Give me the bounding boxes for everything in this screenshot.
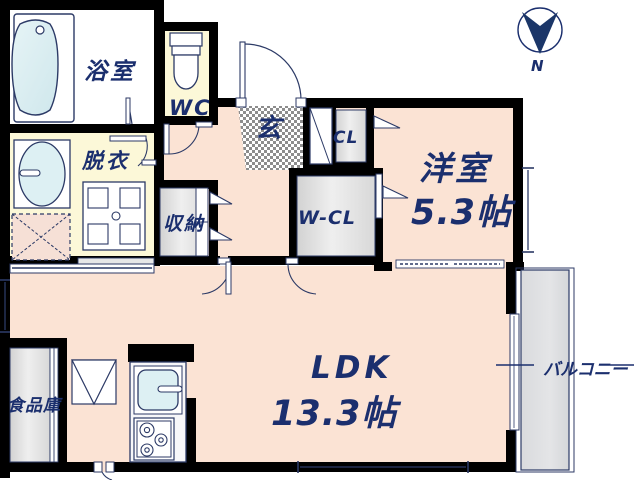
compass-label-north: N — [531, 57, 545, 75]
room-label-shuno: 収納 — [163, 213, 206, 235]
room-label-balcony: バルコニー — [543, 360, 628, 380]
room-label-yokushitsu: 浴室 — [84, 59, 136, 85]
shoe-cabinet — [309, 107, 333, 165]
entrance-door — [235, 41, 307, 108]
cl-closet — [335, 109, 367, 163]
ldk-door-right — [285, 257, 317, 295]
window-ldk-top — [9, 263, 155, 274]
shuno-closet — [159, 187, 233, 257]
bathroom-door — [125, 97, 133, 125]
window-bottom-wall — [297, 461, 469, 473]
wcl-closet — [296, 175, 376, 257]
room-label-datsui: 脱衣 — [82, 149, 130, 173]
window-left-wall — [0, 279, 10, 333]
washbasin-icon — [13, 139, 71, 209]
room-area-yoshitsu: 5.3帖 — [411, 193, 513, 233]
room-label-wc: WC — [169, 96, 212, 120]
room-label-genkan: 玄 — [255, 114, 283, 144]
kitchen-unit — [129, 361, 187, 463]
room-label-yoshitsu: 洋室 — [419, 149, 491, 188]
bathtub-icon — [11, 13, 75, 123]
ldk-door-left — [201, 257, 232, 295]
window-bedroom-right — [522, 167, 534, 253]
toilet-icon — [169, 32, 203, 90]
pantry-closet — [9, 347, 59, 463]
cl-door-arrow — [373, 115, 401, 129]
washing-machine-icon — [11, 213, 71, 261]
sliding-door-bedroom — [395, 259, 505, 269]
wc-door — [163, 121, 213, 155]
room-label-pantry: 食品庫 — [7, 396, 61, 416]
compass-north-icon — [517, 7, 563, 54]
changing-room-door — [109, 135, 157, 167]
balcony-area — [496, 267, 634, 473]
table-icon — [82, 181, 146, 251]
room-label-ldk: LDK — [311, 350, 393, 386]
room-label-cl: CL — [333, 128, 359, 148]
refrigerator-icon — [71, 359, 117, 406]
room-label-wcl: W-CL — [298, 207, 357, 229]
wcl-door-arrow — [375, 173, 409, 219]
room-area-ldk: 13.3帖 — [271, 394, 398, 434]
